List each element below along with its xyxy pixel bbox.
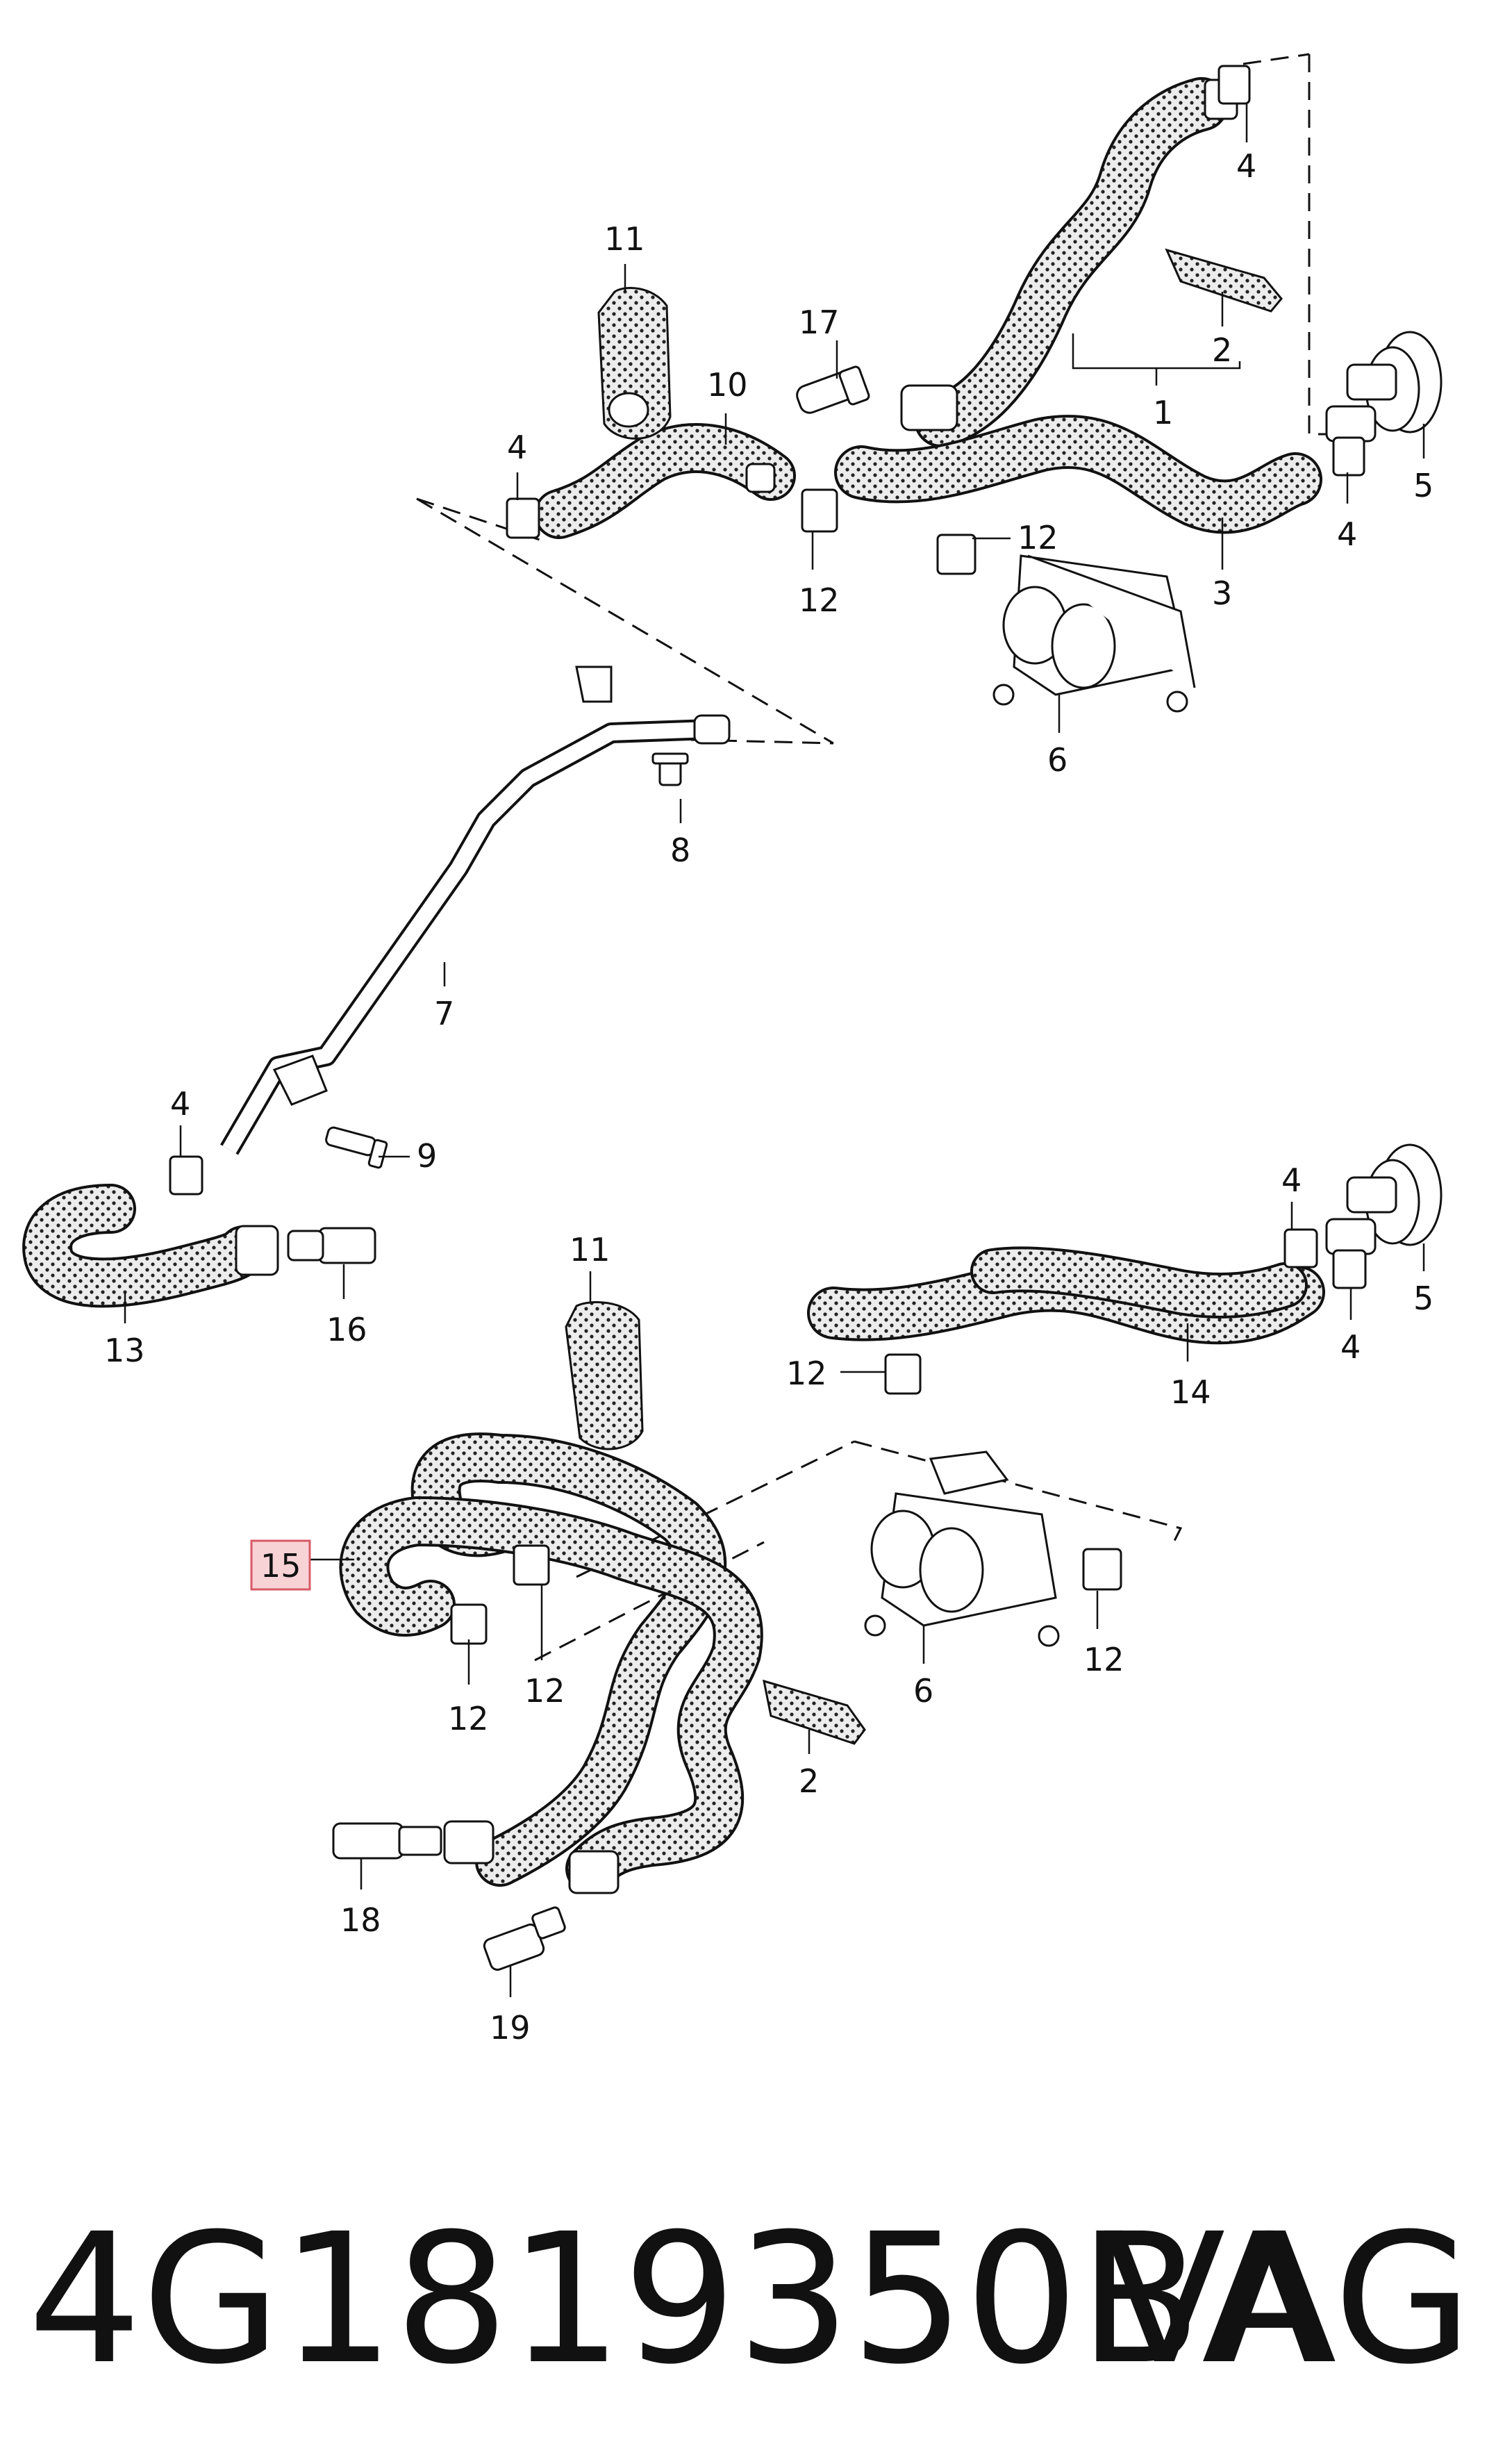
callout-4-b: 4 [1337, 515, 1357, 553]
callout-14: 14 [1170, 1373, 1211, 1411]
part-2-lower [763, 1679, 866, 1745]
clamps-lower [450, 1228, 1367, 1645]
callout-18: 18 [340, 1901, 381, 1939]
callout-5-upper: 5 [1413, 467, 1433, 504]
callout-4-f: 4 [1340, 1328, 1361, 1366]
part-11-lower [565, 1301, 644, 1450]
part-17 [796, 365, 870, 414]
callout-12-b: 12 [1017, 519, 1058, 556]
callout-10: 10 [707, 366, 748, 404]
callout-12-c: 12 [786, 1355, 827, 1392]
callout-12-e: 12 [448, 1700, 489, 1737]
callout-12-f: 12 [1083, 1641, 1124, 1678]
part-18-pipe-end [332, 1820, 494, 1864]
callout-16: 16 [326, 1311, 367, 1348]
callout-12-d: 12 [524, 1672, 565, 1710]
part-8-bolt [651, 752, 689, 786]
lower-assembly [124, 104, 1443, 1997]
brand-name: VAG [1103, 2195, 1472, 2404]
callout-11-lower: 11 [570, 1231, 610, 1268]
callout-7: 7 [434, 995, 454, 1032]
clamps-upper [169, 65, 1365, 1196]
callout-5-lower: 5 [1413, 1280, 1433, 1317]
part-caption: 4G1819350BA VAG [28, 2181, 1472, 2431]
callout-19: 19 [490, 2009, 531, 2047]
highlight-box-15 [250, 1539, 311, 1591]
callout-12-a: 12 [799, 581, 840, 619]
callout-2-upper: 2 [1212, 331, 1232, 369]
callout-9: 9 [417, 1137, 437, 1175]
parts-exploded-diagram: 1 2 3 4 4 4 4 4 4 5 5 6 6 7 8 9 10 11 11… [22, 53, 1443, 2047]
upper-assembly [22, 53, 1443, 1308]
callout-8: 8 [670, 832, 690, 869]
part-6-upper [992, 554, 1196, 713]
callout-13: 13 [104, 1332, 145, 1369]
callout-labels: 1 2 3 4 4 4 4 4 4 5 5 6 6 7 8 9 10 11 11… [104, 147, 1433, 2047]
callout-4-a: 4 [1236, 147, 1256, 185]
leader-lines [124, 104, 1425, 1997]
part-number: 4G1819350BA [28, 2195, 1324, 2404]
callout-4-c: 4 [507, 429, 527, 466]
part-5-lower [1325, 1143, 1443, 1255]
callout-17: 17 [799, 304, 840, 341]
part-5-upper [1325, 331, 1443, 443]
callout-4-e: 4 [1281, 1161, 1302, 1199]
callout-6-upper: 6 [1047, 741, 1067, 779]
callout-4-d: 4 [170, 1085, 190, 1123]
callout-1: 1 [1153, 394, 1173, 431]
callout-15: 15 [260, 1547, 301, 1585]
upper-dashed-lines [416, 53, 1358, 745]
part-9-bolt [325, 1126, 388, 1169]
callout-6-lower: 6 [913, 1672, 933, 1710]
hose-connector [900, 384, 958, 431]
part-2-upper [1165, 248, 1283, 313]
part-6-lower [864, 1450, 1060, 1647]
part-16-pipe-end [287, 1227, 376, 1264]
callout-2-lower: 2 [799, 1762, 819, 1800]
part-19-pipe-end [483, 1850, 620, 1971]
callout-11-upper: 11 [604, 220, 645, 258]
callout-3: 3 [1212, 574, 1232, 612]
